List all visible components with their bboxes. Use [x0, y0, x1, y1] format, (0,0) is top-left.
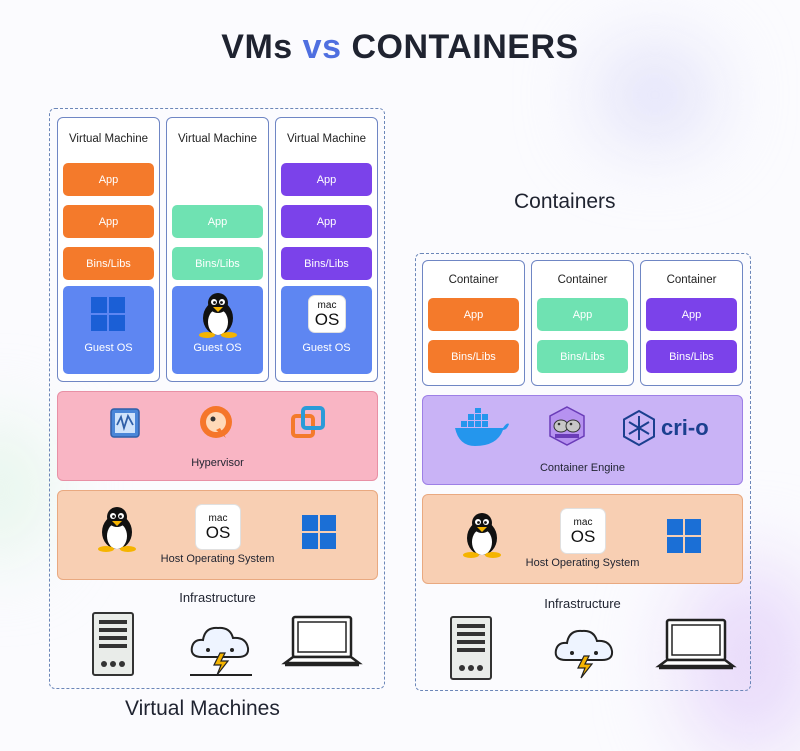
- windows-icon: [667, 519, 701, 553]
- container-host-os-panel: mac OS Host Operating System: [422, 494, 743, 584]
- macos-icon: mac OS: [560, 508, 606, 554]
- bins-libs-layer: Bins/Libs: [646, 340, 737, 373]
- podman-icon: [549, 406, 585, 446]
- vm-host-os-panel: mac OS Host Operating System: [57, 490, 378, 580]
- app-layer: App: [428, 298, 519, 331]
- macos-icon: mac OS: [195, 504, 241, 550]
- bins-libs-layer: Bins/Libs: [63, 247, 154, 280]
- macos-icon-text-bottom: OS: [205, 522, 231, 542]
- infrastructure-label: Infrastructure: [179, 590, 256, 605]
- app-layer: App: [172, 205, 263, 238]
- page-title: VMs vs CONTAINERS: [0, 28, 800, 67]
- vm-column-title: Virtual Machine: [177, 133, 258, 145]
- crio-snowflake-icon: [623, 409, 655, 447]
- vmware-icon: [291, 406, 325, 438]
- crio-icon: cri-o: [661, 415, 709, 440]
- app-layer: App: [63, 205, 154, 238]
- app-layer: App: [63, 163, 154, 196]
- macos-icon: mac OS: [308, 295, 346, 333]
- hypervisor-label: Hypervisor: [191, 457, 244, 469]
- windows-icon: [91, 297, 125, 331]
- container-column-title: Container: [557, 274, 608, 286]
- qemu-icon: [200, 406, 232, 438]
- title-vms: VMs: [221, 28, 293, 66]
- linux-tux-icon: [199, 293, 237, 338]
- bins-libs-layer: Bins/Libs: [172, 247, 263, 280]
- container-column-title: Container: [448, 274, 499, 286]
- vm-section-label: Virtual Machines: [125, 697, 280, 720]
- container-column-title: Container: [666, 274, 717, 286]
- title-containers: CONTAINERS: [351, 28, 579, 66]
- macos-icon-text-top: mac: [317, 299, 337, 311]
- app-layer: App: [281, 205, 372, 238]
- macos-icon-text-top: mac: [208, 512, 228, 524]
- laptop-icon: [281, 615, 363, 667]
- guest-os-label: Guest OS: [84, 342, 133, 354]
- title-vs: vs: [302, 28, 342, 66]
- hypervisor-panel: Hypervisor: [57, 391, 378, 481]
- cloud-icon: [554, 629, 614, 679]
- docker-icon: [455, 408, 509, 446]
- container-section-label: Containers: [514, 190, 616, 213]
- vm-column-3: Virtual Machine App App Bins/Libs mac OS…: [275, 117, 378, 382]
- hyperv-icon: [110, 408, 140, 438]
- guest-os-label: Guest OS: [193, 342, 242, 354]
- macos-icon-text-top: mac: [573, 516, 593, 528]
- host-os-label: Host Operating System: [525, 557, 640, 569]
- vm-section-frame: [49, 108, 385, 689]
- bins-libs-layer: Bins/Libs: [428, 340, 519, 373]
- macos-icon-text-bottom: OS: [314, 309, 340, 329]
- container-engine-label: Container Engine: [539, 462, 625, 474]
- guest-os-label: Guest OS: [302, 342, 351, 354]
- background-glow: [0, 420, 40, 560]
- container-column-1: Container App Bins/Libs: [422, 260, 525, 386]
- vm-column-title: Virtual Machine: [286, 133, 367, 145]
- guest-os-block: Guest OS: [63, 286, 154, 374]
- bins-libs-layer: Bins/Libs: [281, 247, 372, 280]
- vm-column-2: Virtual Machine App Bins/Libs Guest OS: [166, 117, 269, 382]
- bins-libs-layer: Bins/Libs: [537, 340, 628, 373]
- server-icon: [92, 612, 134, 676]
- container-engine-panel: cri-o Container Engine: [422, 395, 743, 485]
- laptop-icon: [655, 618, 737, 670]
- windows-icon: [302, 515, 336, 549]
- server-icon: [450, 616, 492, 680]
- linux-tux-icon: [98, 507, 136, 552]
- vm-column-1: Virtual Machine App App Bins/Libs Guest …: [57, 117, 160, 382]
- app-layer: App: [646, 298, 737, 331]
- infrastructure-label: Infrastructure: [544, 596, 621, 611]
- container-column-2: Container App Bins/Libs: [531, 260, 634, 386]
- container-section-frame: [415, 253, 751, 691]
- linux-tux-icon: [463, 513, 501, 558]
- vm-column-title: Virtual Machine: [68, 133, 149, 145]
- macos-icon-text-bottom: OS: [570, 526, 596, 546]
- container-column-3: Container App Bins/Libs: [640, 260, 743, 386]
- guest-os-block: mac OS Guest OS: [281, 286, 372, 374]
- app-layer: App: [537, 298, 628, 331]
- cloud-icon: [190, 626, 252, 676]
- app-layer: App: [281, 163, 372, 196]
- host-os-label: Host Operating System: [160, 553, 275, 565]
- guest-os-block: Guest OS: [172, 286, 263, 374]
